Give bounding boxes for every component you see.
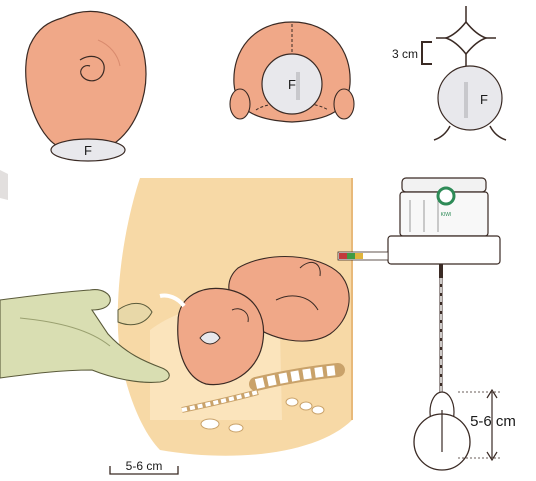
- vacuum-cup-schematic: [438, 66, 502, 130]
- cup-distance-label: 5-6 cm: [470, 413, 516, 430]
- distance-top-label: 3 cm: [392, 47, 418, 61]
- brand-logo-text: KIWI: [441, 212, 452, 218]
- brand-logo-icon: [438, 188, 454, 204]
- fetal-head-top-view: F: [230, 22, 354, 122]
- scale-bar: 5-6 cm: [110, 459, 178, 474]
- distance-bracket: [422, 42, 432, 64]
- vacuum-pump-body: [388, 236, 500, 264]
- left-ear: [230, 89, 250, 119]
- fontanelle-marker: F: [84, 143, 92, 158]
- fontanelle-marker-top: F: [288, 77, 296, 92]
- delivery-illustration: [0, 178, 352, 456]
- anterior-fontanelle-diamond: [446, 22, 486, 54]
- fetal-head-side-view: F: [26, 11, 146, 161]
- right-ear: [334, 89, 354, 119]
- placement-schematic: 3 cm F: [392, 6, 506, 140]
- fontanelle-marker-schematic: F: [480, 92, 488, 107]
- scale-bar-label: 5-6 cm: [126, 459, 163, 473]
